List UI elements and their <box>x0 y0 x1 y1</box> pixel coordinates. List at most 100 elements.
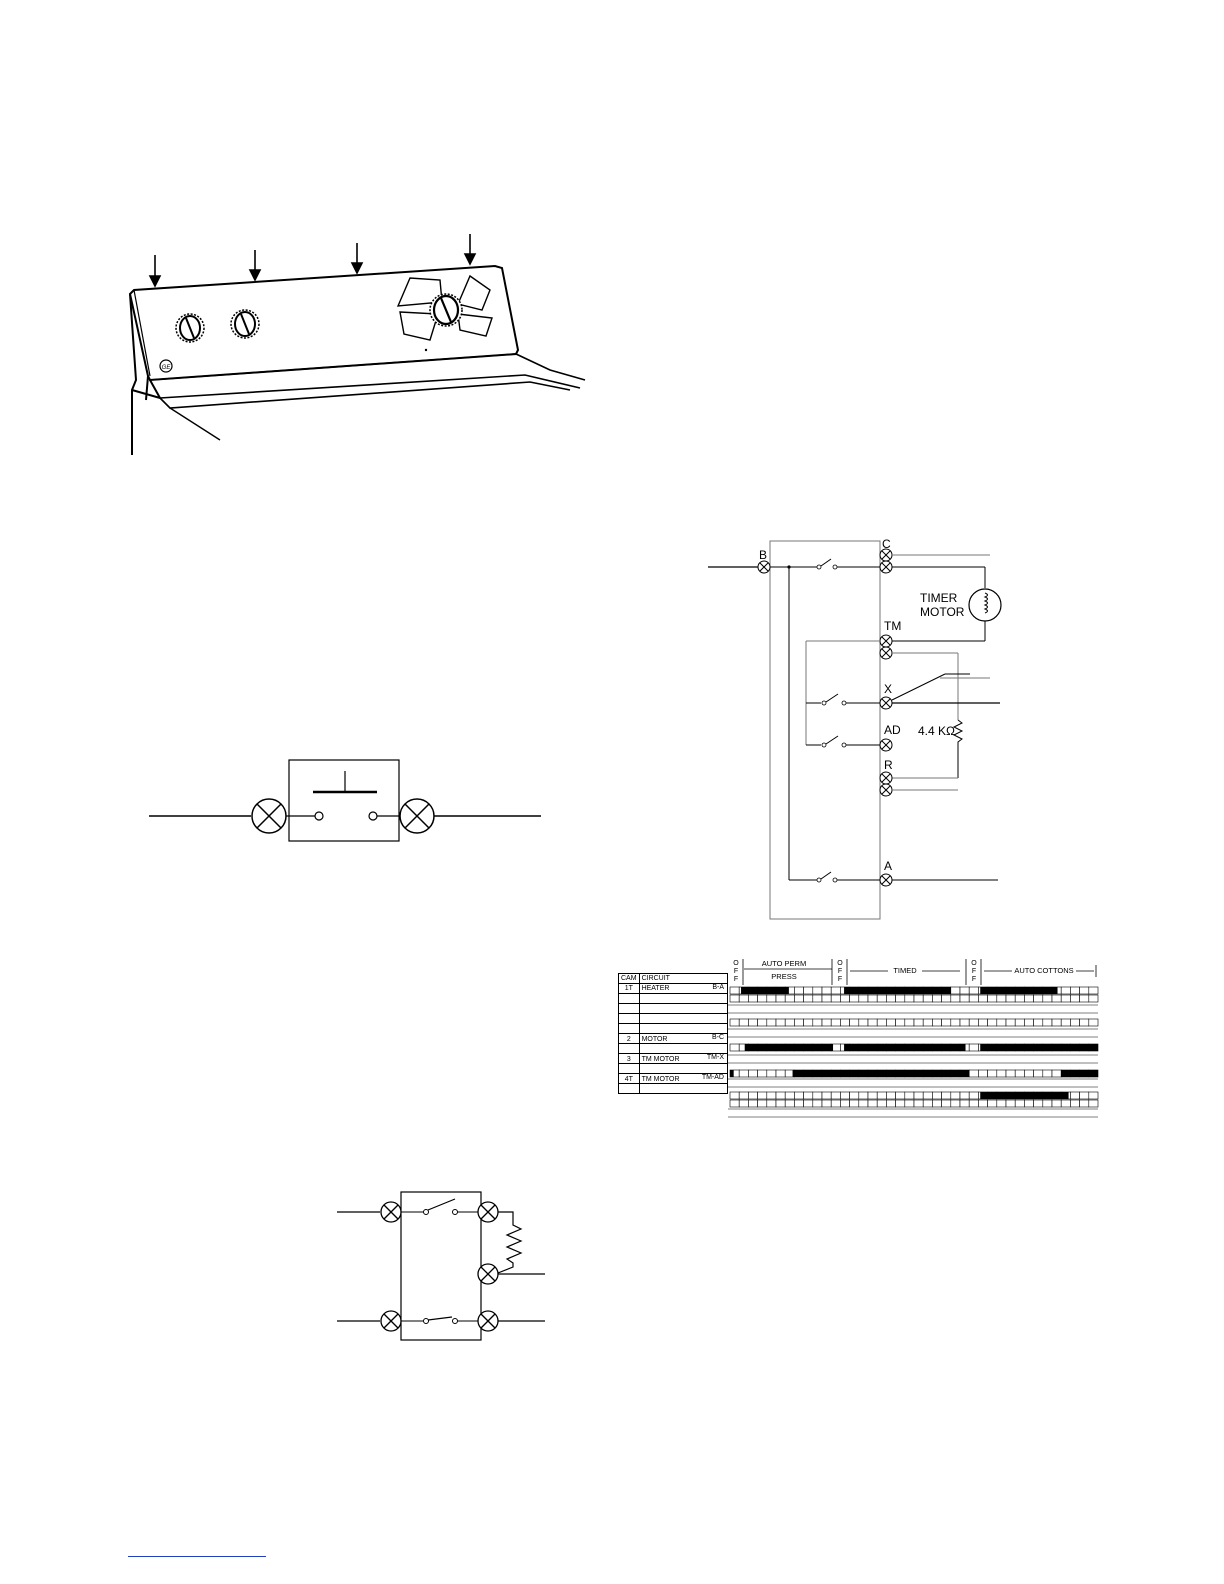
cam-cell <box>988 1019 997 1026</box>
cam-cell <box>1024 995 1033 1002</box>
cam-cell <box>758 1092 767 1099</box>
cam-cell <box>1052 1019 1061 1026</box>
footer-rule <box>128 1556 266 1557</box>
cycle-header: O F F AUTO PERM PRESS O F F TIMED O F F … <box>733 959 1096 985</box>
cam-cell <box>960 1092 969 1099</box>
cam-cell <box>1080 1019 1089 1026</box>
cam-cell <box>1006 995 1015 1002</box>
cam-cell <box>831 1092 840 1099</box>
cam-closed-segment <box>980 987 1057 994</box>
cam-cell <box>877 1019 886 1026</box>
cam-cell <box>932 995 941 1002</box>
circuit-terminals: TM-X <box>707 1054 724 1061</box>
cam-cell <box>886 1019 895 1026</box>
terminal-a <box>880 874 892 886</box>
cam-cell <box>840 995 849 1002</box>
timer-motor-coil <box>969 589 1001 621</box>
cam-cell <box>978 1070 987 1077</box>
blank-cell <box>639 1024 727 1034</box>
cam-cell <box>730 995 739 1002</box>
cam-cell <box>822 1092 831 1099</box>
cam-cell <box>951 1019 960 1026</box>
circuit-name: TM MOTOR <box>642 1076 680 1083</box>
cam-cell <box>1070 1092 1079 1099</box>
timer-schematic: B C TIMER MOTOR TM X AD <box>700 530 1005 925</box>
circuit-terminals: B-C <box>712 1034 724 1041</box>
cam-cell <box>1024 1070 1033 1077</box>
cam-cell <box>739 1092 748 1099</box>
cam-cell <box>1034 995 1043 1002</box>
cam-cell <box>1043 995 1052 1002</box>
cam-cell <box>767 1019 776 1026</box>
cam-cell <box>776 1100 785 1107</box>
cam-cell <box>831 987 840 994</box>
cycle-knob <box>231 310 259 338</box>
header-cam: CAM <box>619 974 640 984</box>
blank-row <box>730 1019 1098 1026</box>
cam-cell <box>730 1092 739 1099</box>
cam-cell <box>758 1100 767 1107</box>
cam-cell <box>748 1070 757 1077</box>
auto-perm-label: AUTO PERM <box>762 959 806 968</box>
row-circuit: MOTORB-C <box>639 1034 727 1044</box>
cam-closed-segment <box>745 1044 833 1051</box>
cam-timing-grid: O F F AUTO PERM PRESS O F F TIMED O F F … <box>728 955 1100 1121</box>
cam-closed-segment <box>844 987 951 994</box>
terminal-mid-right <box>478 1264 498 1284</box>
cam-cell <box>1061 1019 1070 1026</box>
cam-cell <box>905 1100 914 1107</box>
cam-closed-segment <box>793 1070 970 1077</box>
cam-cell <box>942 1019 951 1026</box>
cam-cell <box>1080 1092 1089 1099</box>
cam-cell <box>748 1019 757 1026</box>
row-circuit: TM MOTORTM-X <box>639 1054 727 1064</box>
cam-cell <box>1080 995 1089 1002</box>
heater-row-2 <box>730 995 1098 1002</box>
cam-cell <box>942 1100 951 1107</box>
cam-cell <box>1043 1100 1052 1107</box>
cam-cell <box>758 995 767 1002</box>
tm-x-row <box>730 1070 1098 1077</box>
timer-motor-label-2: MOTOR <box>920 605 965 619</box>
push-switch-diagram <box>145 755 545 847</box>
cam-cell <box>905 1019 914 1026</box>
cam-cell <box>868 1100 877 1107</box>
cam-cell <box>840 1100 849 1107</box>
cam-cell <box>1034 1070 1043 1077</box>
off-label: O <box>733 960 739 967</box>
cam-cell <box>850 1100 859 1107</box>
cam-cell <box>1070 987 1079 994</box>
temperature-knob <box>176 314 204 342</box>
cam-cell <box>1089 1092 1098 1099</box>
cam-cell <box>730 1100 739 1107</box>
cam-cell <box>794 995 803 1002</box>
cam-cell <box>951 1092 960 1099</box>
cam-cell <box>767 995 776 1002</box>
cam-cell <box>960 1100 969 1107</box>
cam-cell <box>1024 1100 1033 1107</box>
cam-cell <box>730 987 739 994</box>
cam-cell <box>988 1070 997 1077</box>
cam-cell <box>767 1070 776 1077</box>
cam-cell <box>960 1019 969 1026</box>
label-x: X <box>884 682 892 696</box>
cam-cell <box>822 987 831 994</box>
cam-cell <box>776 1092 785 1099</box>
terminal-ad <box>880 739 892 751</box>
blank-cell <box>639 1084 727 1094</box>
cam-cell <box>1089 1019 1098 1026</box>
terminal-b <box>758 561 770 573</box>
timer-housing <box>770 541 880 919</box>
cam-cell <box>877 1100 886 1107</box>
cam-cell <box>859 1100 868 1107</box>
terminal-right <box>400 799 434 833</box>
cam-cell <box>969 1044 978 1051</box>
cam-cell <box>997 1100 1006 1107</box>
row-circuit: HEATERB-A <box>639 984 727 994</box>
off-label: O <box>971 960 977 967</box>
cam-cell <box>1034 1019 1043 1026</box>
cam-cell <box>822 1100 831 1107</box>
cam-cell <box>978 1019 987 1026</box>
row-cam: 1T <box>619 984 640 994</box>
cam-cell <box>914 1092 923 1099</box>
